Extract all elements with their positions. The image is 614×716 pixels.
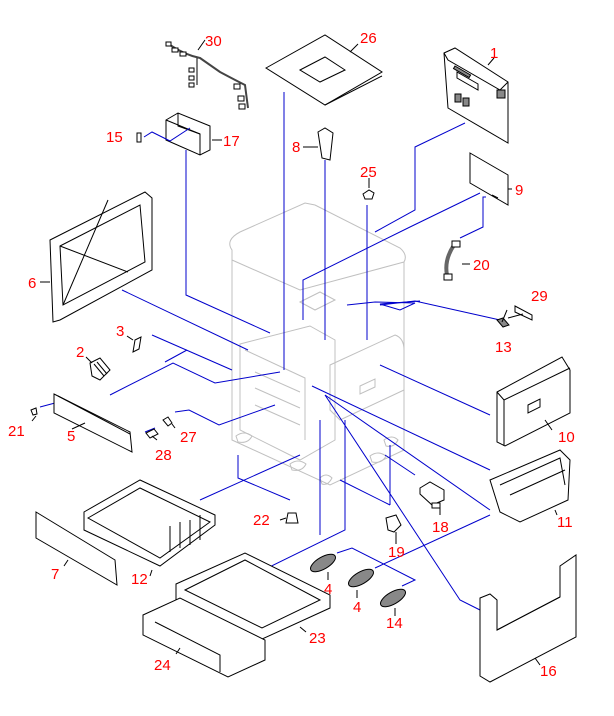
callout-9: 9 bbox=[515, 182, 523, 199]
callout-ticks bbox=[31, 39, 558, 666]
part-14-roller bbox=[380, 588, 406, 608]
part-4-roller-b bbox=[348, 568, 374, 588]
leader-lines bbox=[39, 92, 501, 611]
part-21-small-pad bbox=[30, 407, 38, 416]
part-1-rear-panel bbox=[443, 47, 509, 144]
callout-11: 11 bbox=[557, 514, 573, 531]
callout-25: 25 bbox=[360, 164, 377, 181]
part-2-pad bbox=[89, 357, 111, 381]
part-28-clip bbox=[145, 428, 159, 439]
callout-28: 28 bbox=[155, 447, 172, 464]
callout-16: 16 bbox=[540, 663, 557, 680]
part-11-transport-unit bbox=[489, 449, 571, 523]
part-6-frame-panel bbox=[49, 191, 153, 323]
callout-7: 7 bbox=[51, 566, 59, 583]
callout-6: 6 bbox=[28, 275, 36, 292]
part-12-tray bbox=[83, 479, 216, 567]
callout-3: 3 bbox=[116, 323, 124, 340]
part-8-hinge bbox=[317, 127, 334, 161]
callout-20: 20 bbox=[473, 257, 490, 274]
part-13-clip bbox=[496, 317, 510, 328]
part-27-clip bbox=[162, 416, 173, 427]
callout-29: 29 bbox=[531, 288, 548, 305]
part-3-latch bbox=[132, 336, 142, 353]
part-25-clip bbox=[362, 189, 375, 200]
part-16-lower-panel bbox=[479, 554, 577, 683]
part-17-bracket bbox=[165, 112, 211, 156]
part-22-knob bbox=[285, 512, 299, 524]
callout-13: 13 bbox=[495, 339, 512, 356]
part-20-cable bbox=[443, 240, 461, 281]
callout-18: 18 bbox=[432, 519, 449, 536]
callout-4a: 4 bbox=[324, 581, 332, 598]
callout-labels: 30 26 1 15 17 8 25 9 20 6 29 3 2 13 21 5… bbox=[8, 30, 575, 680]
part-7-front-panel bbox=[35, 511, 118, 586]
callout-2: 2 bbox=[76, 344, 84, 361]
part-24-cassette bbox=[142, 597, 266, 678]
callout-21: 21 bbox=[8, 423, 25, 440]
callout-22: 22 bbox=[253, 512, 270, 529]
callout-26: 26 bbox=[360, 30, 377, 47]
callout-10: 10 bbox=[558, 429, 575, 446]
callout-19: 19 bbox=[388, 544, 405, 561]
callout-15: 15 bbox=[106, 129, 123, 146]
callout-8: 8 bbox=[292, 139, 300, 156]
part-9-panel bbox=[469, 152, 509, 206]
part-30-wire-harness bbox=[165, 41, 249, 110]
callout-12: 12 bbox=[131, 571, 148, 588]
main-assembly-ghost bbox=[229, 202, 406, 486]
part-19-caster bbox=[385, 514, 402, 533]
callout-5: 5 bbox=[67, 428, 75, 445]
part-10-door bbox=[496, 356, 571, 447]
callout-30: 30 bbox=[205, 33, 222, 50]
part-15-pin bbox=[136, 127, 191, 143]
callout-4b: 4 bbox=[353, 599, 361, 616]
part-29-plate bbox=[514, 305, 533, 321]
callout-23: 23 bbox=[309, 630, 326, 647]
callout-17: 17 bbox=[223, 133, 240, 150]
part-26-top-cover bbox=[265, 34, 383, 106]
callout-14: 14 bbox=[386, 615, 403, 632]
callout-1: 1 bbox=[490, 45, 498, 62]
part-18-foot bbox=[419, 481, 445, 509]
part-4-roller-a bbox=[310, 553, 336, 573]
callout-24: 24 bbox=[154, 657, 171, 674]
callout-27: 27 bbox=[180, 429, 197, 446]
part-5-strip bbox=[53, 393, 133, 453]
